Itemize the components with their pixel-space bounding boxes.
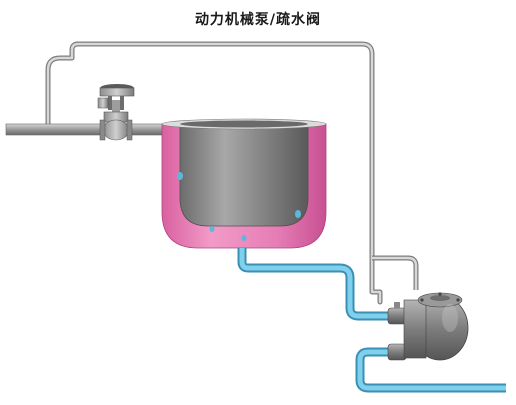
jacketed-kettle	[161, 118, 327, 249]
steam-inlet-pipe	[5, 123, 167, 136]
vent-line	[372, 255, 419, 290]
pressure-powered-pump-trap	[387, 292, 469, 361]
control-valve	[97, 84, 135, 141]
motive-steam-line	[45, 41, 383, 305]
condensate-drain-line	[237, 248, 394, 321]
condensate-return-line	[355, 347, 506, 393]
diagram-title: 动力机械泵/疏水阀	[194, 12, 322, 28]
